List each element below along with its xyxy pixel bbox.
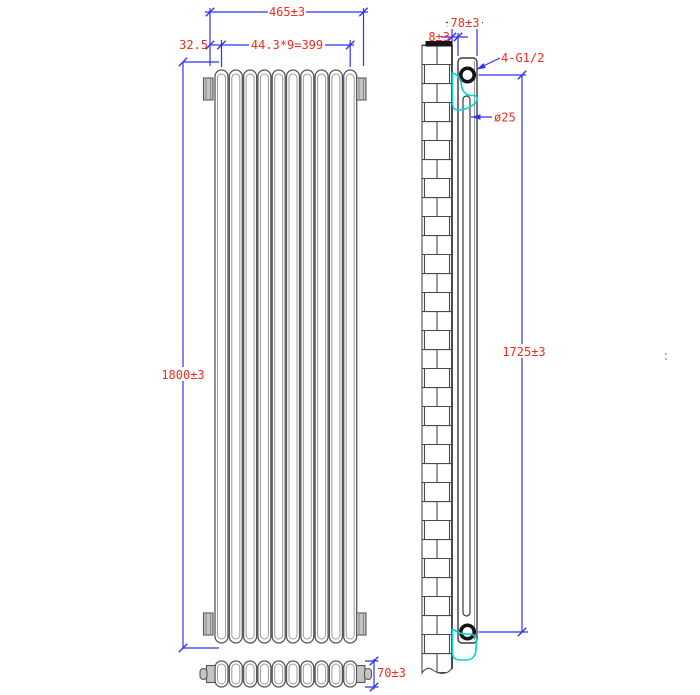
radiator-column: [257, 69, 272, 644]
radiator-column: [228, 69, 243, 644]
dim-overall-height-label: 1800±3: [161, 368, 204, 382]
radiator-column: [242, 69, 258, 644]
brick-wall: [421, 44, 453, 675]
plan-oval: [214, 660, 229, 688]
side-slot: [462, 95, 471, 617]
plan-oval: [285, 660, 301, 688]
wall-bracket-top: [451, 71, 478, 111]
radiator-columns: [214, 69, 358, 644]
wall-bracket-bottom: [451, 628, 478, 661]
plan-oval: [242, 660, 258, 688]
radiator-column: [314, 69, 329, 644]
label-tapping-spec: 4-G1/2: [501, 51, 544, 65]
wall-top-cap: [425, 41, 453, 47]
front-view: [202, 69, 367, 644]
bottom-tapping-circle: [458, 623, 477, 641]
radiator-column: [328, 69, 344, 644]
stray-colon-mark: :: [662, 349, 670, 364]
top-tapping-circle: [458, 66, 477, 84]
dim-left-offset-label: 32.5: [179, 38, 208, 52]
radiator-column: [300, 69, 315, 644]
dim-wall-gap-label: 8±3: [428, 30, 450, 44]
plan-oval: [343, 660, 358, 688]
radiator-column: [214, 69, 229, 644]
radiator-column: [271, 69, 286, 644]
plan-oval: [228, 660, 243, 688]
plan-view: [199, 660, 373, 688]
plan-end-bushing-left: [199, 664, 216, 684]
plan-end-bushing-right: [355, 664, 373, 684]
wall-brackets: [451, 71, 478, 661]
plan-oval: [314, 660, 329, 688]
end-bushing-top-right: [355, 77, 367, 101]
end-bushing-bottom-right: [355, 612, 367, 636]
dim-plan-depth-label: 70±3: [377, 666, 406, 680]
end-bushing-top-left: [202, 77, 214, 101]
plan-oval: [328, 660, 344, 688]
dim-bracket-depth-label: 78±3: [451, 16, 480, 30]
dim-tapping-centres-label: 1725±3: [502, 345, 545, 359]
dim-tube-diameter-label: ø25: [494, 111, 516, 125]
end-bushings: [202, 77, 367, 636]
radiator-column: [343, 69, 358, 644]
end-bushing-bottom-left: [202, 612, 214, 636]
dim-column-pitch-label: 44.3*9=399: [251, 38, 323, 52]
dimension-lines: [178, 7, 528, 692]
dim-overall-width-label: 465±3: [269, 5, 305, 19]
plan-oval: [300, 660, 315, 688]
plan-oval: [257, 660, 272, 688]
plan-oval: [271, 660, 286, 688]
side-view: [421, 41, 478, 675]
radiator-column: [285, 69, 301, 644]
annotation-texts: 465±3 32.5 44.3*9=399 1800±3 70±3 78±3 8…: [158, 5, 549, 680]
